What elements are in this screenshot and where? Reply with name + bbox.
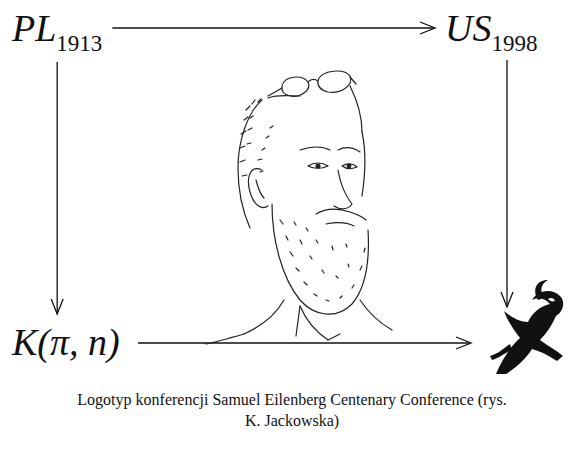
math-symbol: US [445, 7, 491, 49]
figure-caption: Logotyp konferencji Samuel Eilenberg Cen… [72, 389, 512, 431]
arrow-to-logo [138, 60, 513, 349]
math-subscript: 1913 [56, 32, 102, 56]
math-node: US1998 [441, 4, 541, 58]
math-symbol: PL [12, 7, 56, 49]
arrow-line [57, 62, 58, 314]
conference-logo [490, 280, 563, 374]
arrow-head [420, 22, 435, 34]
eilenberg-portrait [206, 71, 392, 344]
math-node: PL1913 [8, 4, 106, 58]
math-subscript: 1998 [491, 32, 537, 56]
morphism-arrow [51, 62, 63, 314]
math-symbol: K(π, n) [12, 321, 120, 363]
arrow-head [51, 299, 63, 314]
math-node: K(π, n) [8, 318, 124, 366]
arrow-line [112, 27, 435, 28]
morphism-arrow [112, 22, 435, 34]
